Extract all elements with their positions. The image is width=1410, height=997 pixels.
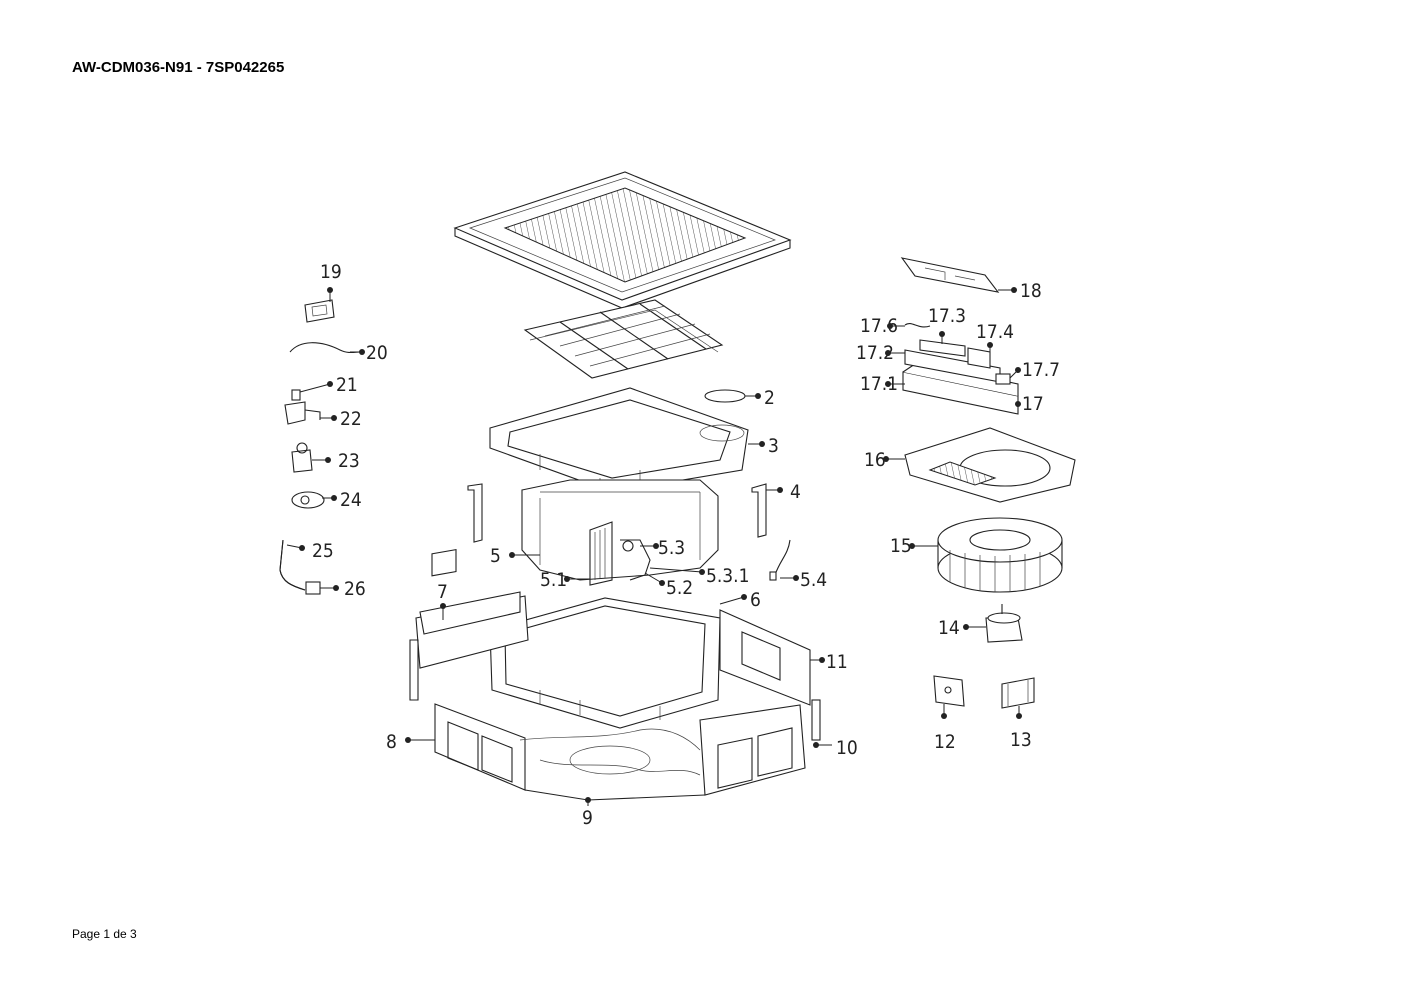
part-7-side-panel [409,548,529,701]
callout-12: 12 [934,731,956,753]
callout-labels: 2 3 4 5 5.1 5.2 5.3 5.3.1 5.4 6 7 8 9 10… [312,261,1060,829]
part-8-side-panel [405,703,526,791]
part-12-bracket [933,675,965,719]
callout-3: 3 [768,435,779,457]
part-14-fan-motor [963,604,1023,643]
callout-7: 7 [437,581,448,603]
callout-21: 21 [336,374,358,396]
part-10-side-panel [699,699,832,796]
part-16-fan-housing [883,427,1076,503]
callout-5-3: 5.3 [658,537,685,559]
callout-22: 22 [340,408,362,430]
front-panel [453,171,792,309]
callout-16: 16 [864,449,886,471]
callout-23: 23 [338,450,360,472]
callout-26: 26 [344,578,366,600]
callout-17-2: 17.2 [856,342,894,364]
part-25-26-drain-hose [279,539,339,595]
callout-8: 8 [386,731,397,753]
callout-10: 10 [836,737,858,759]
callout-17-6: 17.6 [860,315,898,337]
callout-4: 4 [790,481,801,503]
callout-20: 20 [366,342,388,364]
callout-17-1: 17.1 [860,373,898,395]
part-21-22-float-switch [284,381,337,425]
part-17-control-box [885,323,1021,415]
callout-15: 15 [890,535,912,557]
callout-17-7: 17.7 [1022,359,1060,381]
part-5-4-sensor [769,539,799,581]
callout-13: 13 [1010,729,1032,751]
part-3-upper-frame [489,387,765,495]
callout-17-4: 17.4 [976,321,1014,343]
part-19-remote [304,287,335,323]
part-23-pump [291,442,331,473]
callout-5-2: 5.2 [666,577,693,599]
callout-11: 11 [826,651,848,673]
callout-14: 14 [938,617,960,639]
part-20-wire [289,342,365,355]
part-18-cover [900,257,1017,293]
part-13-bracket [1001,677,1035,719]
part-2-gasket [704,389,761,403]
callout-24: 24 [340,489,362,511]
part-4-brackets [467,483,783,543]
callout-6: 6 [750,589,761,611]
callout-2: 2 [764,387,775,409]
callout-25: 25 [312,540,334,562]
callout-17: 17 [1022,393,1044,415]
callout-17-3: 17.3 [928,305,966,327]
callout-5-4: 5.4 [800,569,827,591]
callout-19: 19 [320,261,342,283]
callout-9: 9 [582,807,593,829]
part-9-base [519,728,706,806]
part-15-fan-wheel [909,517,1063,593]
part-5-evaporator [509,479,719,586]
part-11-side-panel [719,609,825,706]
filter-grille [523,299,724,379]
document-title: AW-CDM036-N91 - 7SP042265 [72,59,285,76]
part-6-drain-pan [489,594,747,729]
callout-5: 5 [490,545,501,567]
part-24-motor [291,491,337,509]
callout-5-3-1: 5.3.1 [706,565,749,587]
callout-5-1: 5.1 [540,569,567,591]
page-number: Page 1 de 3 [72,927,137,941]
callout-18: 18 [1020,280,1042,302]
